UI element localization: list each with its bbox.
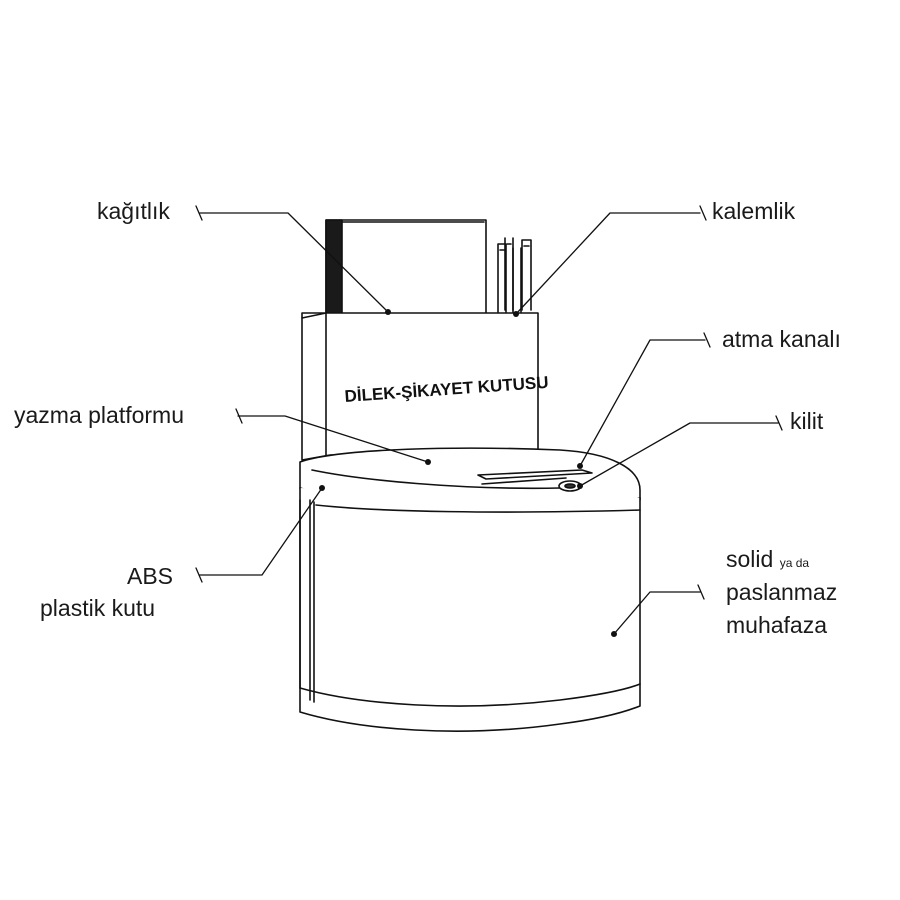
label-housing-line1: solid ya da — [726, 546, 809, 577]
housing-word-solid: solid — [726, 546, 774, 572]
leader-dots — [319, 309, 617, 637]
leader-lines — [195, 205, 783, 635]
label-lock: kilit — [790, 408, 824, 434]
label-pen-holder: kalemlik — [712, 198, 796, 224]
label-writing-platform: yazma platformu — [14, 402, 185, 428]
label-paper-holder: kağıtlık — [97, 198, 170, 224]
housing-word-or: ya da — [779, 556, 810, 570]
box-body — [299, 487, 641, 732]
label-housing-line3: muhafaza — [726, 612, 828, 638]
pens — [497, 237, 532, 313]
paper-stack — [325, 219, 487, 316]
label-slot: atma kanalı — [722, 326, 841, 352]
label-abs-line2: plastik kutu — [40, 595, 156, 621]
label-housing-line2: paslanmaz — [726, 579, 838, 605]
label-abs-line1: ABS — [127, 563, 174, 589]
